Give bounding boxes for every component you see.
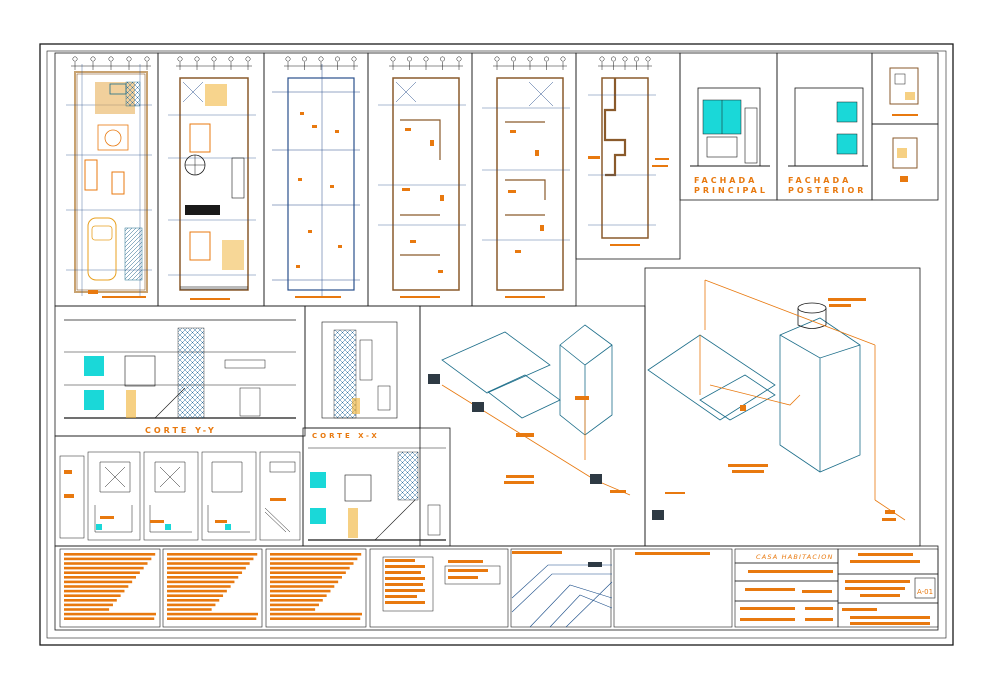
floor-plan-4: [378, 77, 466, 298]
front-facade: FACHADA PRINCIPAL: [690, 87, 770, 195]
front-facade-title-1: FACHADA: [694, 176, 757, 185]
plan-dimension-marks: [71, 56, 652, 70]
project-title: CASA HABITACION: [756, 553, 834, 561]
floor-plan-1: [66, 64, 152, 298]
section-xx-title: CORTE X-X: [312, 432, 380, 440]
floor-plan-5: [482, 77, 570, 298]
door-window-schedule: [369, 548, 509, 628]
floor-plan-3: [272, 64, 360, 298]
title-block: CASA HABITACION A-01: [734, 548, 939, 628]
isometric-tank-system: [647, 279, 906, 521]
panel-grid: [54, 52, 939, 631]
detail-plans-small: [889, 67, 919, 182]
general-notes: [59, 548, 367, 628]
rear-facade-title-2: POSTERIOR: [788, 186, 866, 195]
rear-facade-title-1: FACHADA: [788, 176, 851, 185]
section-yy: CORTE Y-Y: [64, 319, 296, 435]
section-yy-title: CORTE Y-Y: [145, 426, 217, 435]
roof-plan: [588, 77, 669, 246]
construction-details: [59, 451, 301, 541]
rear-facade: FACHADA POSTERIOR: [788, 87, 868, 195]
floor-plan-2: [168, 77, 256, 300]
front-facade-title-2: PRINCIPAL: [694, 186, 768, 195]
section-xx: CORTE X-X: [308, 432, 446, 541]
location-map: [510, 548, 613, 628]
isometric-water-supply: [428, 324, 685, 520]
sheet-number: A-01: [917, 588, 933, 596]
section-upper: [321, 321, 398, 419]
notes-box: [613, 548, 733, 628]
sheet-border: [39, 43, 954, 646]
